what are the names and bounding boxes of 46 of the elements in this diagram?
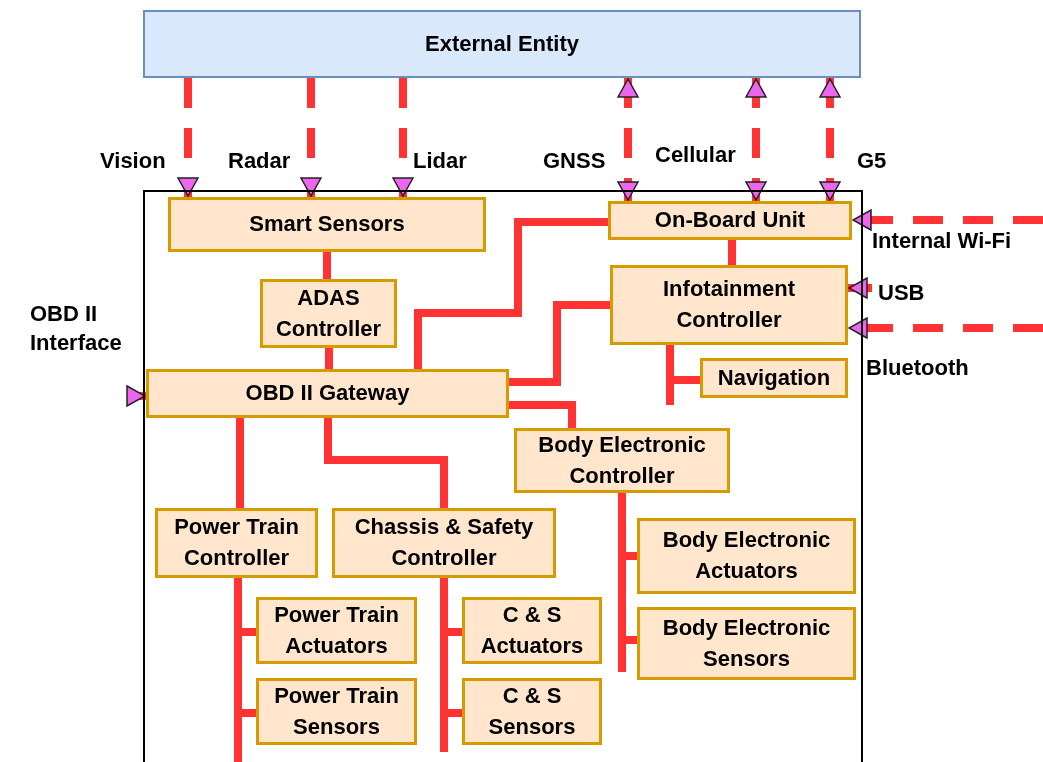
component-box: ADAS Controller (260, 279, 397, 348)
external-entity-box: External Entity (143, 10, 861, 78)
arrow (126, 385, 146, 407)
component-box: Power Train Sensors (256, 678, 417, 745)
arrow (617, 78, 639, 201)
component-box: Body Electronic Sensors (637, 607, 856, 680)
edge-label: USB (878, 280, 925, 307)
arrow (819, 78, 841, 201)
edge-label: Lidar (413, 148, 467, 175)
component-box: C & S Actuators (462, 597, 602, 664)
component-box: Power Train Actuators (256, 597, 417, 664)
connector-line (728, 240, 736, 265)
connector-line (414, 218, 608, 369)
edge-label: Bluetooth (866, 355, 969, 382)
edge-label: OBD II Interface (30, 300, 123, 357)
component-box: On-Board Unit (608, 201, 852, 240)
edge-label: Radar (228, 148, 291, 175)
arrow (852, 209, 1043, 231)
connector-line (509, 401, 576, 428)
component-box: Smart Sensors (168, 197, 486, 252)
arrow (392, 78, 414, 197)
vehicle-boundary-box (143, 190, 863, 762)
arrow (745, 78, 767, 201)
arrow (177, 78, 199, 197)
arrow (848, 317, 1043, 339)
connector-line (324, 418, 448, 508)
arrow (848, 277, 872, 299)
edge-label: Cellular (655, 142, 736, 169)
component-box: Infotainment Controller (610, 265, 848, 345)
edge-label: GNSS (543, 148, 606, 175)
connector-line (323, 252, 331, 279)
component-box: Chassis & Safety Controller (332, 508, 556, 578)
edge-label: G5 (857, 148, 887, 175)
component-box: Navigation (700, 358, 848, 398)
component-box: Body Electronic Controller (514, 428, 730, 493)
connector-line (509, 301, 610, 386)
edge-label: Vision (100, 148, 166, 175)
connector-line (236, 418, 244, 508)
connector-line (325, 348, 333, 369)
component-box: Power Train Controller (155, 508, 318, 578)
connector-line (666, 345, 700, 384)
component-box: Body Electronic Actuators (637, 518, 856, 594)
component-box: C & S Sensors (462, 678, 602, 745)
component-box: OBD II Gateway (146, 369, 509, 418)
edge-label: Internal Wi-Fi (872, 228, 1012, 255)
arrow (300, 78, 322, 197)
